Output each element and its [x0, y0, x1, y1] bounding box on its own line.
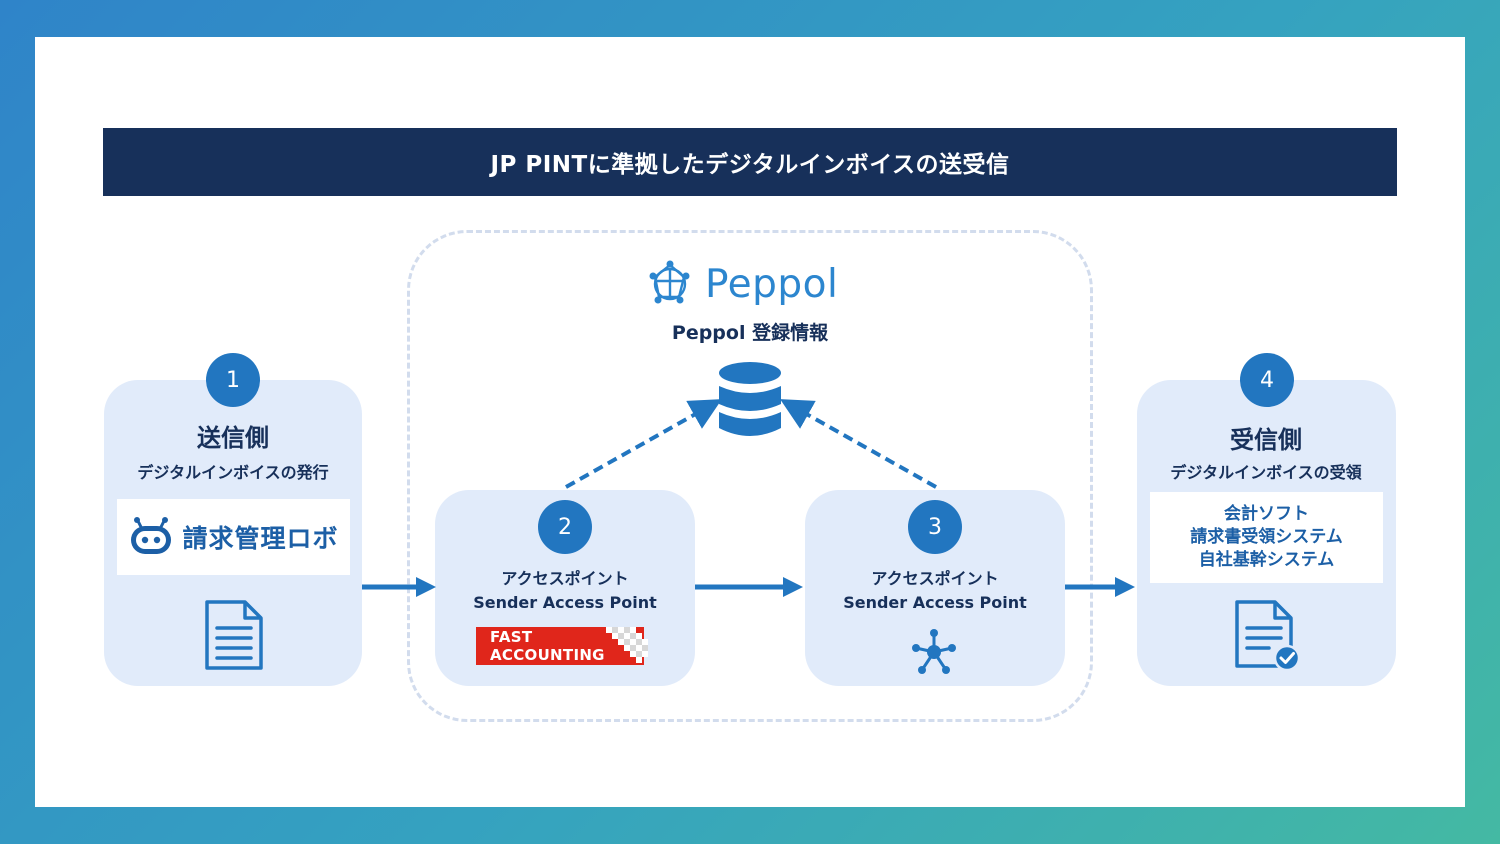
arrow-ap2-to-receiver	[1065, 577, 1135, 597]
peppol-logo-text: Peppol	[705, 261, 839, 307]
peppol-registry-label: Peppol 登録情報	[671, 322, 829, 344]
document-check-icon	[1235, 600, 1301, 672]
database-icon	[719, 362, 781, 436]
receiver-systems-panel: 会計ソフト 請求書受領システム 自社基幹システム	[1150, 492, 1383, 583]
dashed-arrow-ap2-to-registry	[780, 399, 937, 489]
access-point-2-label-en: Sender Access Point	[843, 593, 1027, 612]
network-hub-icon	[912, 629, 956, 674]
receiver-subtitle: デジタルインボイスの受領	[1170, 463, 1362, 482]
sender-subtitle: デジタルインボイスの発行	[137, 463, 329, 482]
robot-face-icon	[131, 517, 172, 554]
diagram-title: JP PINTに準拠したデジタルインボイスの送受信	[103, 128, 1397, 196]
step-1-badge: 1	[206, 353, 260, 407]
receiver-title: 受信側	[1230, 426, 1302, 454]
arrow-sender-to-ap1	[362, 577, 436, 597]
step-2-badge: 2	[538, 500, 592, 554]
access-point-1-label-jp: アクセスポイント	[501, 569, 629, 588]
step-4-badge: 4	[1240, 353, 1294, 407]
receiver-system-item: 請求書受領システム	[1190, 527, 1343, 547]
receiver-system-item: 会計ソフト	[1224, 504, 1309, 524]
access-point-2-label-jp: アクセスポイント	[871, 569, 999, 588]
product-name: 請求管理ロボ	[182, 524, 339, 553]
product-logo-panel: 請求管理ロボ	[117, 499, 350, 575]
peppol-logo: Peppol	[645, 256, 855, 312]
peppol-network-zone	[407, 230, 1093, 722]
access-point-1-label-en: Sender Access Point	[473, 593, 657, 612]
fast-accounting-logo: FAST ACCOUNTING	[476, 627, 656, 665]
dashed-arrow-ap1-to-registry	[565, 399, 722, 489]
sender-title: 送信側	[197, 424, 269, 452]
arrow-ap1-to-ap2	[695, 577, 803, 597]
document-icon	[205, 600, 263, 670]
peppol-globe-icon	[649, 260, 690, 304]
receiver-system-item: 自社基幹システム	[1198, 550, 1335, 570]
pixel-pattern-icon	[606, 627, 648, 663]
step-3-badge: 3	[908, 500, 962, 554]
registry-lookup-arrows	[565, 399, 937, 489]
